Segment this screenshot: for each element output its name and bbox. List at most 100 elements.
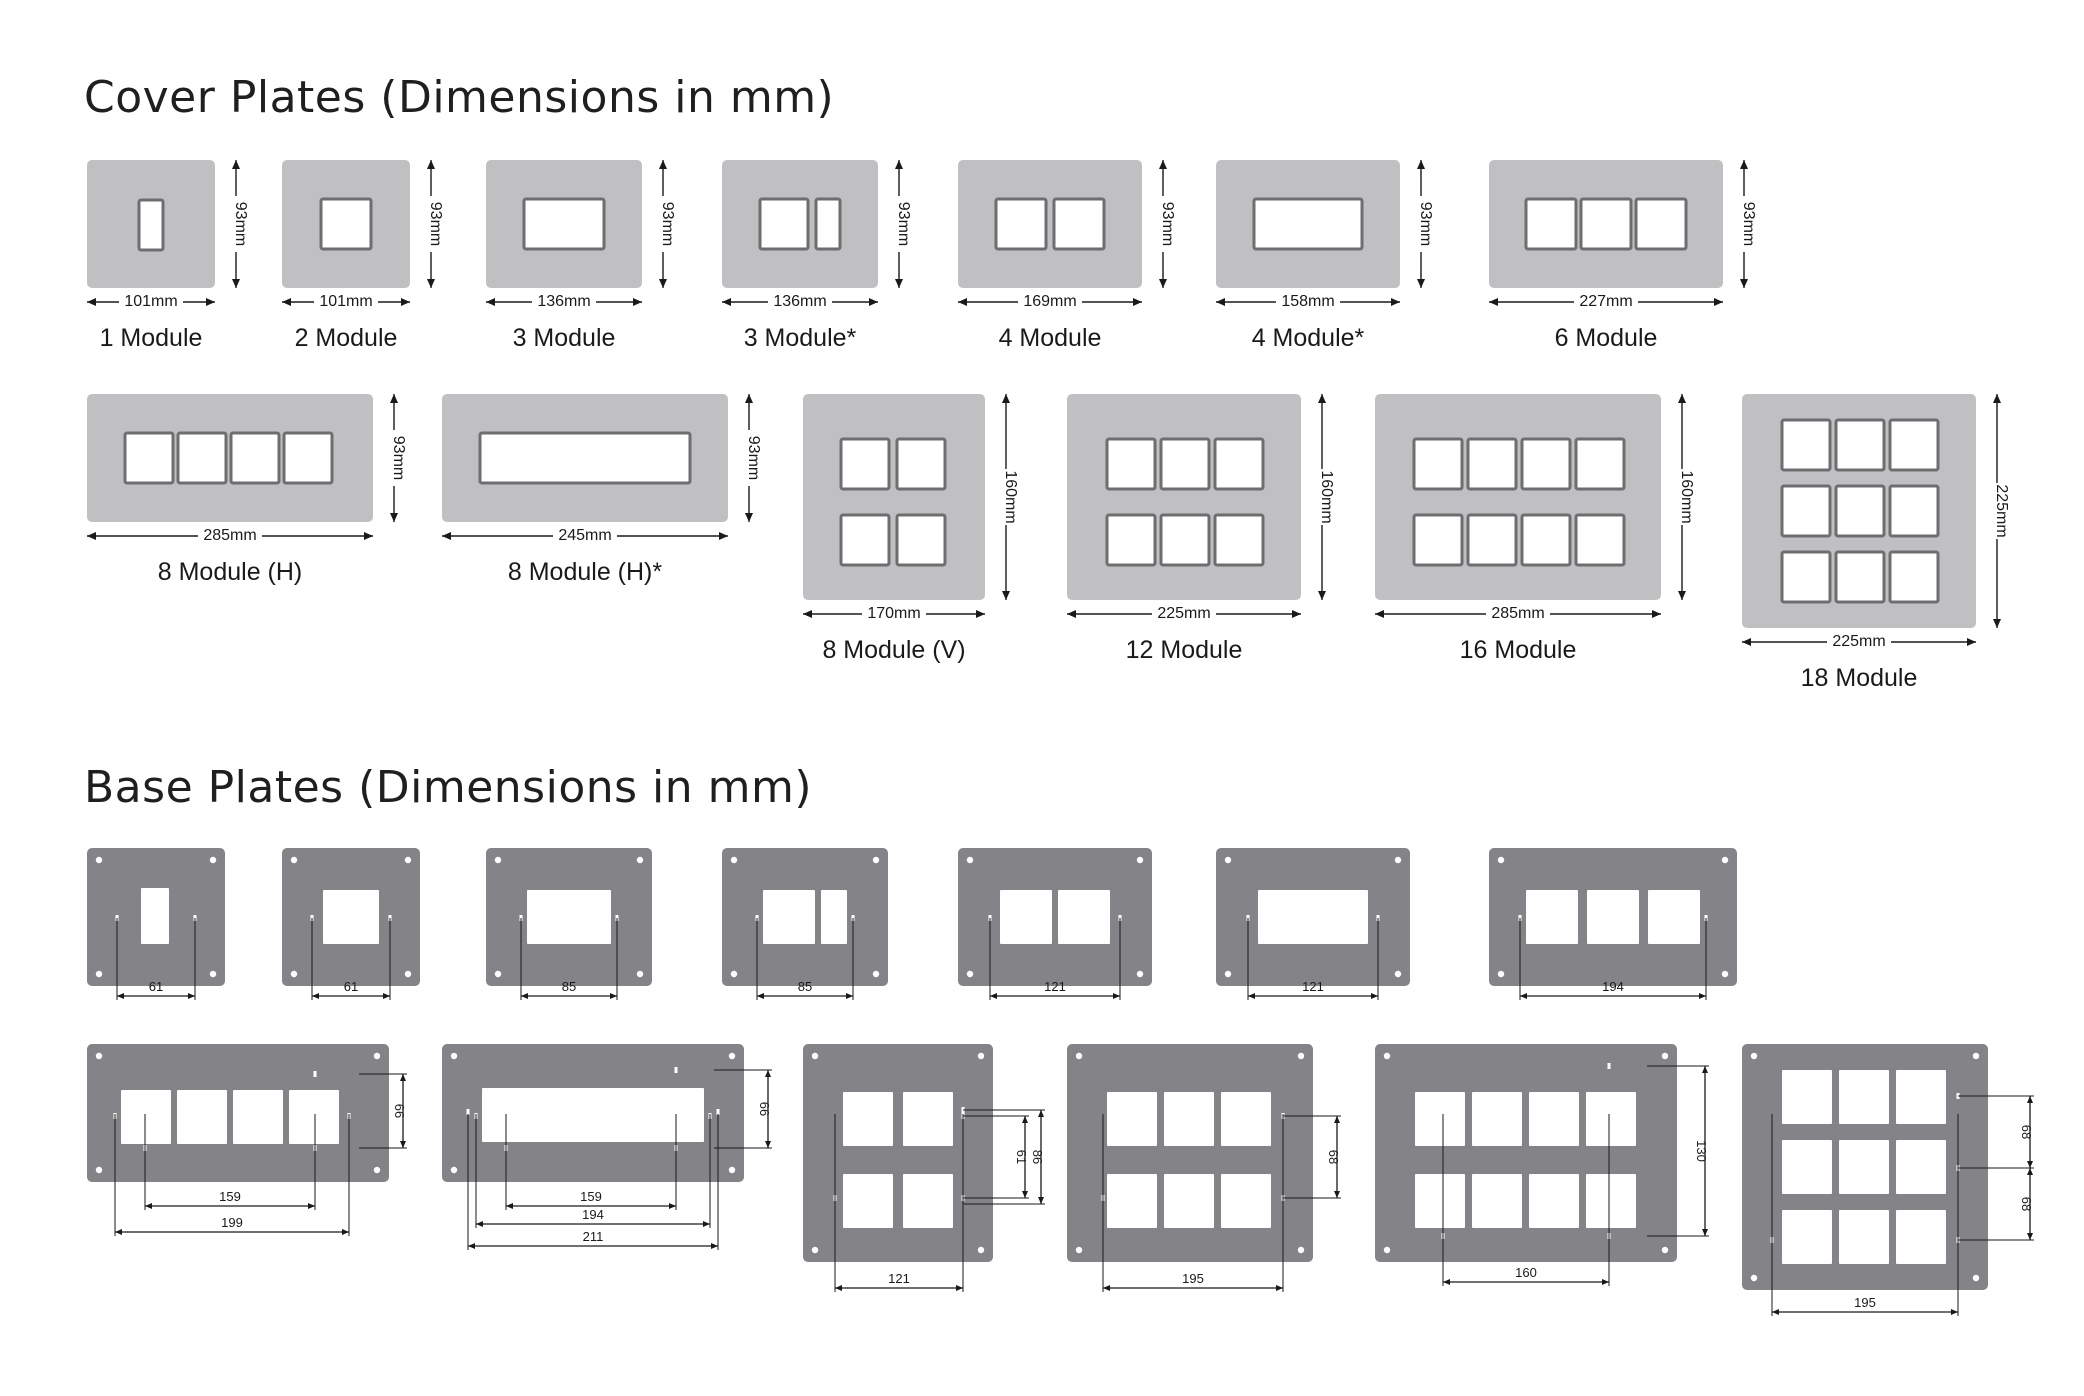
- module-window: [137, 198, 165, 252]
- fixing-slot: [674, 1067, 678, 1073]
- base-dimension-label: 159: [580, 1189, 602, 1204]
- mounting-hole: [1136, 856, 1144, 864]
- module-window: [1466, 513, 1518, 567]
- module-cutout: [1000, 890, 1052, 944]
- label-backdrop: [553, 525, 617, 539]
- arrow-head: [1318, 394, 1326, 403]
- width-dimension-label: 225mm: [1157, 605, 1210, 622]
- height-dimension-label: 93mm: [895, 202, 912, 246]
- arrow-head: [1742, 638, 1751, 646]
- label-backdrop: [314, 291, 378, 305]
- arrow-head: [722, 298, 731, 306]
- module-cutout: [1839, 1070, 1889, 1124]
- label-backdrop: [198, 525, 262, 539]
- mounting-hole: [404, 856, 412, 864]
- arrow-head: [2027, 1168, 2033, 1175]
- height-dimension-label: 93mm: [745, 436, 762, 480]
- arrow-head: [308, 1203, 315, 1209]
- width-dimension-label: 225mm: [1832, 633, 1885, 650]
- base-dimension-label: 85: [562, 979, 576, 994]
- label-backdrop: [654, 196, 672, 252]
- label-backdrop: [1486, 603, 1550, 617]
- mounting-hole: [730, 856, 738, 864]
- module-cutout: [843, 1174, 893, 1228]
- arrow-head: [1103, 1285, 1110, 1291]
- cover-plate-label: 3 Module: [513, 324, 616, 352]
- arrow-head: [442, 532, 451, 540]
- base-plate-4: 85: [722, 848, 888, 1000]
- arrow-head: [476, 1221, 483, 1227]
- arrow-head: [669, 1203, 676, 1209]
- base-dimension-label: 68: [2019, 1125, 2034, 1139]
- mounting-hole: [1224, 856, 1232, 864]
- arrow-head: [1417, 279, 1425, 288]
- width-dimension-label: 169mm: [1023, 293, 1076, 310]
- height-dimension-label: 93mm: [659, 202, 676, 246]
- base-plate-1: 61: [87, 848, 225, 1000]
- label-backdrop: [1154, 196, 1172, 252]
- arrow-head: [765, 1070, 771, 1077]
- arrow-head: [745, 394, 753, 403]
- mounting-hole: [95, 1166, 103, 1174]
- module-window: [1052, 197, 1106, 251]
- arrow-head: [1334, 1191, 1340, 1198]
- mounting-hole: [1224, 970, 1232, 978]
- module-cutout: [1221, 1174, 1271, 1228]
- cover-plate-label: 6 Module: [1555, 324, 1658, 352]
- cover-plates-title: Cover Plates (Dimensions in mm): [84, 72, 835, 123]
- base-dimension-label: 195: [1854, 1295, 1876, 1310]
- module-cutout: [821, 890, 847, 944]
- label-backdrop: [422, 196, 440, 252]
- arrow-head: [1993, 619, 2001, 628]
- arrow-head: [282, 298, 291, 306]
- mounting-hole: [1972, 1052, 1980, 1060]
- mounting-hole: [404, 970, 412, 978]
- module-window: [1574, 513, 1626, 567]
- arrow-head: [1740, 279, 1748, 288]
- mounting-hole: [977, 1052, 985, 1060]
- arrow-head: [633, 298, 642, 306]
- arrow-head: [1678, 591, 1686, 600]
- label-backdrop: [1827, 631, 1891, 645]
- arrow-head: [1002, 394, 1010, 403]
- label-backdrop: [1276, 291, 1340, 305]
- arrow-head: [1002, 591, 1010, 600]
- width-dimension-label: 285mm: [203, 527, 256, 544]
- mounting-hole: [872, 856, 880, 864]
- mounting-hole: [966, 970, 974, 978]
- arrow-head: [87, 298, 96, 306]
- cover-plate-label: 8 Module (H): [158, 558, 303, 586]
- label-backdrop: [1412, 196, 1430, 252]
- mounting-hole: [290, 856, 298, 864]
- cover-plate-label: 4 Module: [999, 324, 1102, 352]
- mounting-hole: [1497, 856, 1505, 864]
- width-dimension-label: 136mm: [773, 293, 826, 310]
- arrow-head: [117, 993, 124, 999]
- width-dimension-label: 245mm: [558, 527, 611, 544]
- mounting-hole: [450, 1166, 458, 1174]
- label-backdrop: [1152, 603, 1216, 617]
- label-backdrop: [862, 603, 926, 617]
- arrow-head: [1391, 298, 1400, 306]
- mounting-hole: [872, 970, 880, 978]
- mounting-hole: [450, 1052, 458, 1060]
- mounting-hole: [1394, 856, 1402, 864]
- height-dimension-label: 93mm: [1417, 202, 1434, 246]
- module-window: [522, 197, 606, 251]
- label-backdrop: [1018, 291, 1082, 305]
- base-dimension-label: 159: [219, 1189, 241, 1204]
- base-dimension-label: 66: [392, 1104, 407, 1118]
- arrow-head: [1375, 610, 1384, 618]
- base-plate-2: 61: [282, 848, 420, 1000]
- arrow-head: [703, 1221, 710, 1227]
- module-window: [1105, 437, 1157, 491]
- base-dimension-label: 194: [1602, 979, 1624, 994]
- base-dimension-label: 195: [1182, 1271, 1204, 1286]
